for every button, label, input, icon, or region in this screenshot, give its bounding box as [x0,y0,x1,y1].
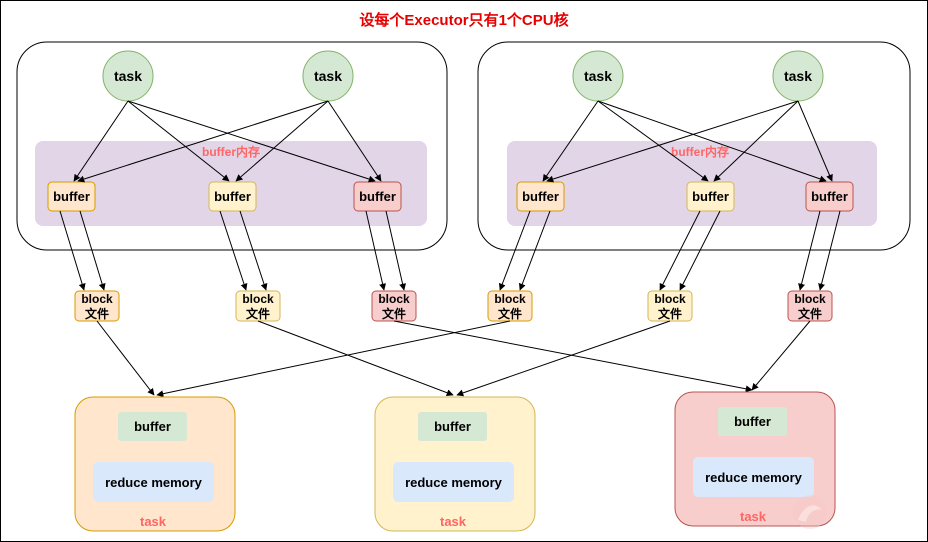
block-file-line1: block [794,292,826,306]
executor-1: buffer内存 task task buffer buffer buffer [16,41,448,251]
map-task-label: task [584,68,612,84]
reduce-task-3: buffer reduce memory task [674,391,836,527]
block-file-line2: 文件 [246,306,270,321]
diagram-title: 设每个Executor只有1个CPU核 [359,11,568,29]
reduce-task-2: buffer reduce memory task [374,396,536,532]
block-file-line1: block [378,292,410,306]
reduce-buffer-label: buffer [734,414,771,429]
block-file-line1: block [494,292,526,306]
buffer-label: buffer [692,189,729,204]
buffer-box [208,181,257,212]
block-to-reduce-arrows [96,320,811,398]
buffer-label: buffer [53,189,90,204]
buffer-label: buffer [214,189,251,204]
buffer-box [353,181,402,212]
reduce-memory-box [393,462,514,502]
reduce-task-label: task [740,509,767,524]
buffer-box [516,181,565,212]
block-files: block 文件 block 文件 block 文件 block 文件 bloc… [74,290,833,322]
reduce-buffer-label: buffer [434,419,471,434]
reduce-buffer-label: buffer [134,419,171,434]
reduce-memory-label: reduce memory [105,475,203,490]
reduce-buffer-box [118,412,187,441]
reduce-memory-label: reduce memory [705,470,803,485]
block-file-line2: 文件 [382,306,406,321]
reduce-buffer-box [718,407,787,436]
watermark-logo-icon [793,495,827,529]
map-task-label: task [314,68,342,84]
block-file-line2: 文件 [498,306,522,321]
buffer-label: buffer [811,189,848,204]
reduce-memory-label: reduce memory [405,475,503,490]
reduce-task-1: buffer reduce memory task [74,396,236,532]
buffer-box [805,181,854,212]
buffer-label: buffer [522,189,559,204]
reduce-memory-box [693,457,814,497]
map-task-label: task [784,68,812,84]
block-file-line1: block [654,292,686,306]
block-file-line1: block [81,292,113,306]
block-file-line1: block [242,292,274,306]
reduce-task-label: task [440,514,467,529]
reduce-buffer-box [418,412,487,441]
reduce-task-label: task [140,514,167,529]
buffer-box [47,181,96,212]
block-file-line2: 文件 [798,306,822,321]
executor-2: buffer内存 task task buffer buffer buffer [477,41,911,251]
block-file-line2: 文件 [658,306,682,321]
buffer-box [686,181,735,212]
task-to-buffer-arrows [73,100,833,183]
buffer-memory-label: buffer内存 [202,144,260,159]
map-task-label: task [114,68,142,84]
reduce-memory-box [93,462,214,502]
buffer-label: buffer [359,189,396,204]
block-file-line2: 文件 [85,306,109,321]
buffer-memory-label: buffer内存 [671,144,729,159]
buffer-to-block-arrows [59,210,841,291]
